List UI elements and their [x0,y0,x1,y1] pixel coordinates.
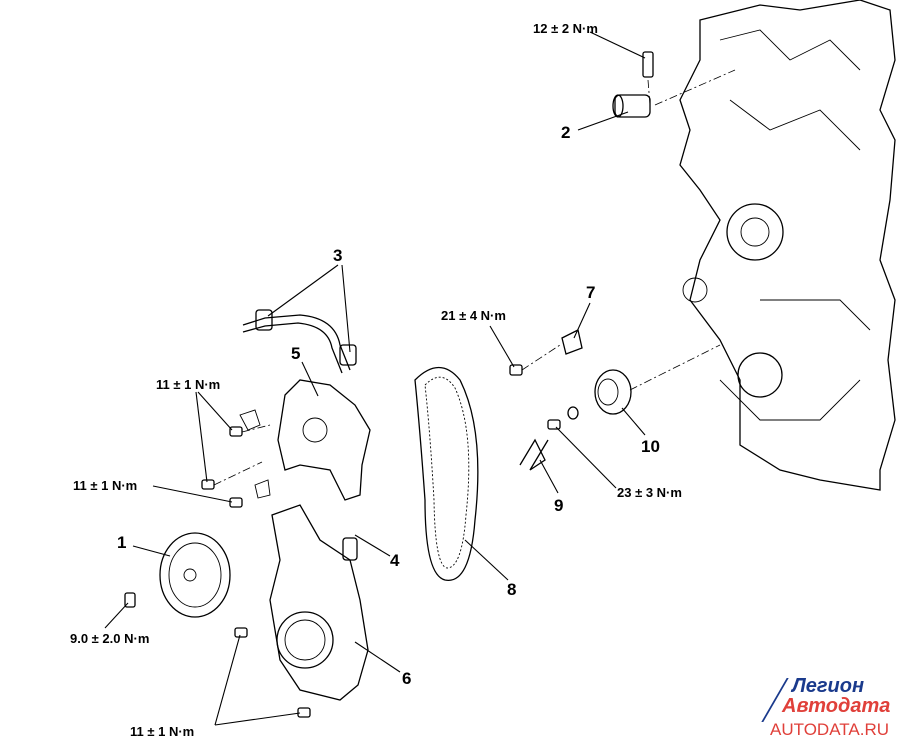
callout-9: 9 [554,496,564,515]
callout-3: 3 [333,246,343,265]
logo-line2: Автодата [782,695,891,717]
torque-label-tensioner-bracket: 21 ± 4 N·m [441,308,506,323]
callout-1: 1 [117,533,127,552]
autodata-logo: Легион Автодата AUTODATA.RU [761,675,895,740]
harness [242,309,357,374]
callout-2: 2 [561,123,571,142]
upper-timing-cover [201,379,371,508]
leader-lines [104,31,646,726]
logo-line1: Легион [792,675,865,697]
torque-label-sensor-bolt: 12 ± 2 N·m [533,21,598,36]
callout-8: 8 [507,580,517,599]
lower-timing-cover [234,504,369,718]
torque-label-tensioner: 23 ± 3 N·m [617,485,682,500]
callout-10: 10 [641,437,660,456]
callout-7: 7 [586,283,596,302]
logo-url: AUTODATA.RU [770,720,890,739]
torque-label-upper-cover: 11 ± 1 N·m [156,377,221,392]
callout-6: 6 [402,669,412,688]
crank-sensor [612,51,736,118]
engine-block [679,0,896,491]
callout-5: 5 [291,344,301,363]
crank-pulley [124,532,231,618]
torque-label-lower-cover: 11 ± 1 N·m [130,724,195,739]
timing-belt [414,366,479,581]
callout-4: 4 [390,551,400,570]
torque-label-cover-bolt: 11 ± 1 N·m [73,478,138,493]
tensioner [509,329,721,471]
torque-label-pulley: 9.0 ± 2.0 N·m [70,631,150,646]
